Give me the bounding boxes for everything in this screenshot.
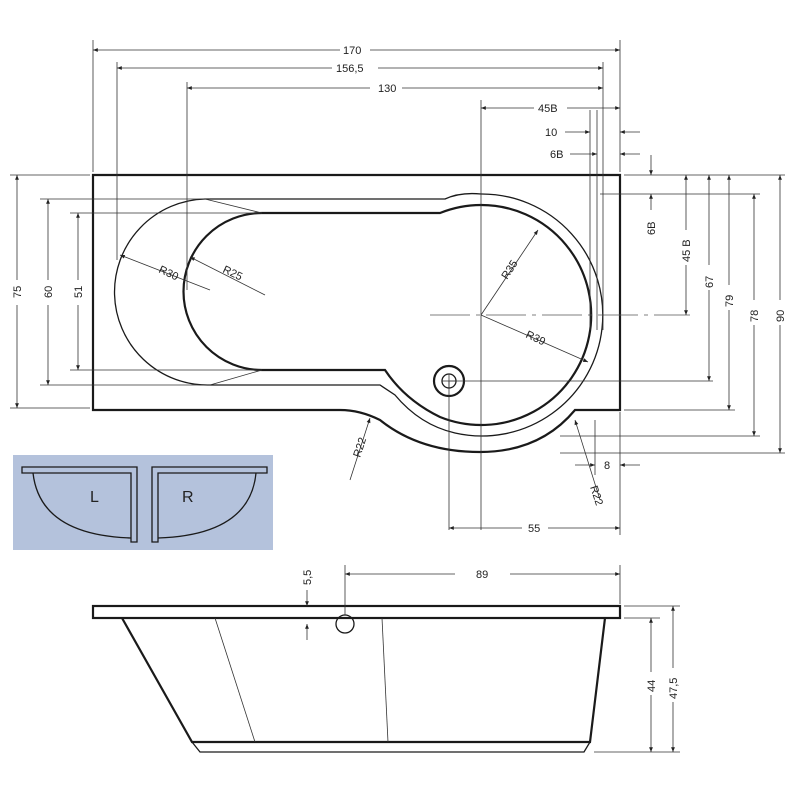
dim-6b-top: 6B [550, 149, 563, 161]
inset-background [13, 455, 273, 550]
side-view: 89 5,5 44 47,5 [91, 565, 680, 753]
radius-r30: R30 [157, 264, 180, 283]
dim-60: 60 [43, 286, 55, 298]
dim-90: 90 [775, 310, 787, 322]
dim-47-5: 47,5 [668, 678, 680, 699]
dim-55: 55 [528, 523, 540, 535]
dim-10: 10 [545, 127, 557, 139]
radius-r25: R25 [221, 264, 244, 283]
left-dimensions: 75 60 51 [10, 174, 262, 409]
dim-6b-right: 6B [646, 222, 658, 235]
dim-8: 8 [604, 460, 610, 472]
dim-130: 130 [378, 83, 396, 95]
inset-right-label: R [182, 489, 194, 506]
dim-75: 75 [12, 286, 24, 298]
dim-45b-right: 45 B [681, 239, 693, 262]
right-dimensions: 6B 45 B 67 79 78 90 [450, 155, 787, 454]
radius-r22-right: R22 [587, 484, 605, 507]
bottom-dimensions: 8 55 [449, 412, 640, 535]
dim-170: 170 [343, 45, 361, 57]
orientation-inset: L R [13, 455, 273, 550]
top-dimensions: 170 156,5 130 45B 10 6B [92, 40, 640, 330]
dim-44: 44 [646, 680, 658, 692]
dim-89: 89 [476, 569, 488, 581]
dim-78: 78 [749, 310, 761, 322]
dim-156-5: 156,5 [336, 63, 364, 75]
radius-r22-left: R22 [351, 436, 369, 459]
tub-outline [91, 173, 622, 454]
dim-45b: 45B [538, 103, 558, 115]
inset-left-label: L [90, 489, 99, 506]
dim-5-5: 5,5 [302, 570, 314, 585]
dim-67: 67 [704, 276, 716, 288]
plinth [191, 741, 591, 753]
radius-r39: R39 [524, 329, 547, 348]
radius-r35: R35 [499, 258, 520, 281]
rim [91, 604, 622, 620]
rim-outer [113, 192, 604, 437]
basin-inner [182, 203, 593, 427]
dim-51: 51 [73, 286, 85, 298]
dim-79: 79 [724, 295, 736, 307]
tub-body [121, 617, 607, 744]
